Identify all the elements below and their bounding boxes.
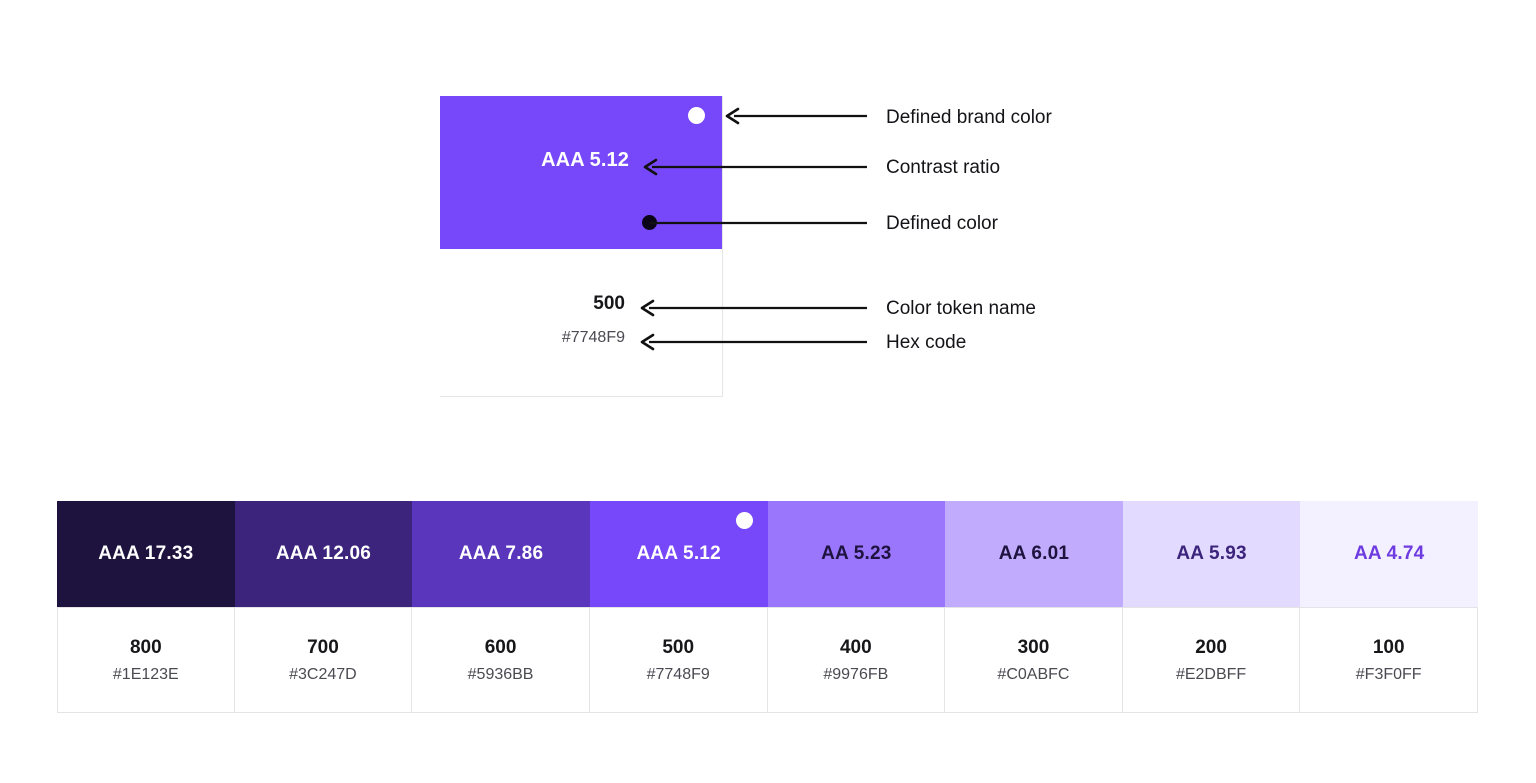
palette-meta: 200 #E2DBFF (1122, 607, 1301, 713)
defined-brand-color-dot-icon (735, 512, 753, 529)
palette-token-name: 200 (1195, 636, 1227, 658)
palette-contrast-ratio: AAA 17.33 (98, 543, 194, 564)
palette-hex-code: #3C247D (289, 665, 357, 683)
palette-column[interactable]: AA 5.93 200 #E2DBFF (1122, 501, 1301, 713)
palette-column[interactable]: AAA 17.33 800 #1E123E (57, 501, 235, 713)
palette-token-name: 500 (662, 636, 695, 658)
callout-arrow-defined-color (650, 213, 867, 233)
palette-contrast-ratio: AAA 12.06 (275, 543, 371, 564)
palette-column[interactable]: AA 6.01 300 #C0ABFC (945, 501, 1123, 713)
palette-meta: 100 #F3F0FF (1300, 607, 1478, 713)
palette-token-name: 400 (839, 636, 872, 658)
palette-hex-code: #F3F0FF (1355, 665, 1422, 683)
palette-hex-code: #1E123E (112, 665, 179, 683)
callout-label-hex-code: Hex code (886, 332, 967, 353)
callout-label-contrast-ratio: Contrast ratio (886, 157, 1001, 178)
example-token-name: 500 (593, 293, 625, 314)
palette-swatch[interactable]: AA 4.74 (1300, 501, 1478, 607)
palette-token-name: 600 (484, 636, 517, 658)
defined-brand-color-dot-icon (688, 107, 705, 124)
callout-label-color-token-name: Color token name (886, 298, 1036, 319)
example-contrast-ratio: AAA 5.12 (541, 149, 629, 171)
palette-token-name: 700 (307, 636, 339, 658)
palette-hex-code: #C0ABFC (997, 665, 1070, 683)
palette-swatch[interactable]: AA 5.23 (767, 501, 946, 607)
palette-hex-code: #E2DBFF (1175, 665, 1247, 683)
palette-meta: 300 #C0ABFC (945, 607, 1123, 713)
palette-swatch[interactable]: AAA 5.12 (589, 501, 768, 607)
palette-token-name: 300 (1017, 636, 1050, 658)
callout-arrow-contrast-ratio (640, 157, 867, 177)
callout-arrow-defined-brand-color (722, 106, 867, 126)
palette-column[interactable]: AA 4.74 100 #F3F0FF (1300, 501, 1478, 713)
palette-swatch[interactable]: AA 6.01 (945, 501, 1123, 607)
palette-column[interactable]: AAA 12.06 700 #3C247D (234, 501, 413, 713)
palette-column[interactable]: AAA 7.86 600 #5936BB (412, 501, 590, 713)
palette-contrast-ratio: AA 4.74 (1353, 543, 1425, 564)
defined-color-dot-icon (642, 215, 657, 230)
palette-swatch[interactable]: AAA 17.33 (57, 501, 235, 607)
palette-swatch[interactable]: AAA 12.06 (234, 501, 413, 607)
palette-contrast-ratio: AA 5.93 (1176, 543, 1247, 564)
palette-meta: 500 #7748F9 (589, 607, 768, 713)
callout-label-defined-color: Defined color (886, 213, 998, 234)
example-hex-code: #7748F9 (561, 329, 625, 346)
callout-label-defined-brand-color: Defined brand color (886, 107, 1052, 128)
palette-token-name: 100 (1372, 636, 1405, 658)
palette-contrast-ratio: AAA 5.12 (636, 543, 721, 564)
callout-arrow-hex-code (637, 332, 867, 352)
palette-contrast-ratio: AAA 7.86 (458, 543, 544, 564)
palette-meta: 800 #1E123E (57, 607, 235, 713)
palette-swatch[interactable]: AA 5.93 (1122, 501, 1301, 607)
palette-hex-code: #9976FB (823, 665, 889, 683)
palette-meta: 700 #3C247D (234, 607, 413, 713)
palette-meta: 400 #9976FB (767, 607, 946, 713)
example-color-card[interactable]: AAA 5.12 500 #7748F9 (440, 96, 723, 397)
palette-swatch[interactable]: AAA 7.86 (412, 501, 590, 607)
palette-hex-code: #5936BB (467, 665, 534, 683)
palette-hex-code: #7748F9 (646, 665, 710, 683)
palette-token-name: 800 (129, 636, 162, 658)
palette-contrast-ratio: AA 5.23 (821, 543, 892, 564)
callout-arrow-color-token-name (637, 298, 867, 318)
palette-column[interactable]: AAA 5.12 500 #7748F9 (589, 501, 768, 713)
palette-meta: 600 #5936BB (412, 607, 590, 713)
palette-column[interactable]: AA 5.23 400 #9976FB (767, 501, 946, 713)
palette-contrast-ratio: AA 6.01 (998, 543, 1070, 564)
example-card-meta: 500 #7748F9 (440, 249, 723, 397)
